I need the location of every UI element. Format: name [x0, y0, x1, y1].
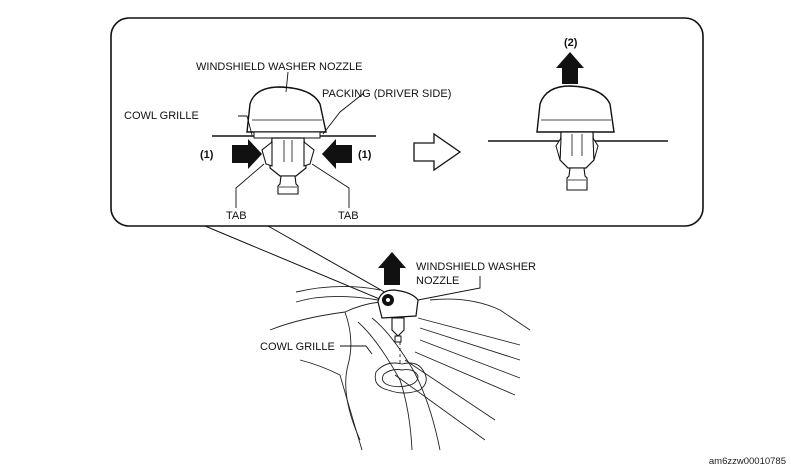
leader-tab-right: [311, 163, 350, 208]
leader-line-right: [267, 225, 389, 295]
vehicle-nozzle: [377, 289, 419, 343]
push-arrow-left-icon: [232, 139, 262, 169]
vehicle-lift-arrow-icon: [378, 252, 406, 285]
label-nozzle-top: WINDSHIELD WASHER NOZZLE: [196, 61, 362, 73]
leader-cowl-bottom: [340, 345, 373, 355]
hose-nipple: [277, 175, 299, 195]
detail-frame: [110, 17, 704, 227]
label-step1-right: (1): [358, 149, 372, 161]
packing: [253, 131, 321, 139]
label-tab-right: TAB: [338, 210, 359, 222]
label-tab-left: TAB: [226, 210, 247, 222]
figure-code: am6zzw00010785: [709, 456, 786, 467]
nozzle-head-after: [536, 85, 615, 133]
nozzle-clip: [269, 137, 307, 177]
leader-packing: [322, 92, 365, 135]
label-cowl-top: COWL GRILLE: [124, 110, 199, 122]
label-nozzle-bottom-2: NOZZLE: [416, 275, 459, 287]
label-packing: PACKING (DRIVER SIDE): [322, 88, 451, 100]
lift-arrow-icon: [556, 52, 584, 84]
tab-right: [303, 140, 315, 167]
leader-line-left: [204, 225, 383, 301]
nozzle-detail-before: [212, 71, 376, 208]
leader-nozzle-bottom: [417, 276, 481, 301]
label-step2: (2): [564, 37, 578, 49]
nozzle-detail-after: [488, 52, 668, 191]
label-nozzle-bottom-1: WINDSHIELD WASHER: [416, 261, 536, 273]
nozzle-clip-after: [559, 131, 595, 169]
label-step1-left: (1): [200, 149, 214, 161]
push-arrow-right-icon: [322, 139, 352, 169]
leader-nozzle: [285, 71, 289, 93]
vehicle-cowl-view: [269, 286, 531, 451]
hose-nipple-after: [566, 167, 588, 191]
leader-tab-left: [235, 163, 265, 208]
transition-arrow-icon: [413, 132, 462, 172]
label-cowl-bottom: COWL GRILLE: [260, 341, 335, 353]
tab-left: [261, 140, 273, 167]
nozzle-head: [246, 86, 327, 133]
leader-cowl: [238, 115, 253, 136]
